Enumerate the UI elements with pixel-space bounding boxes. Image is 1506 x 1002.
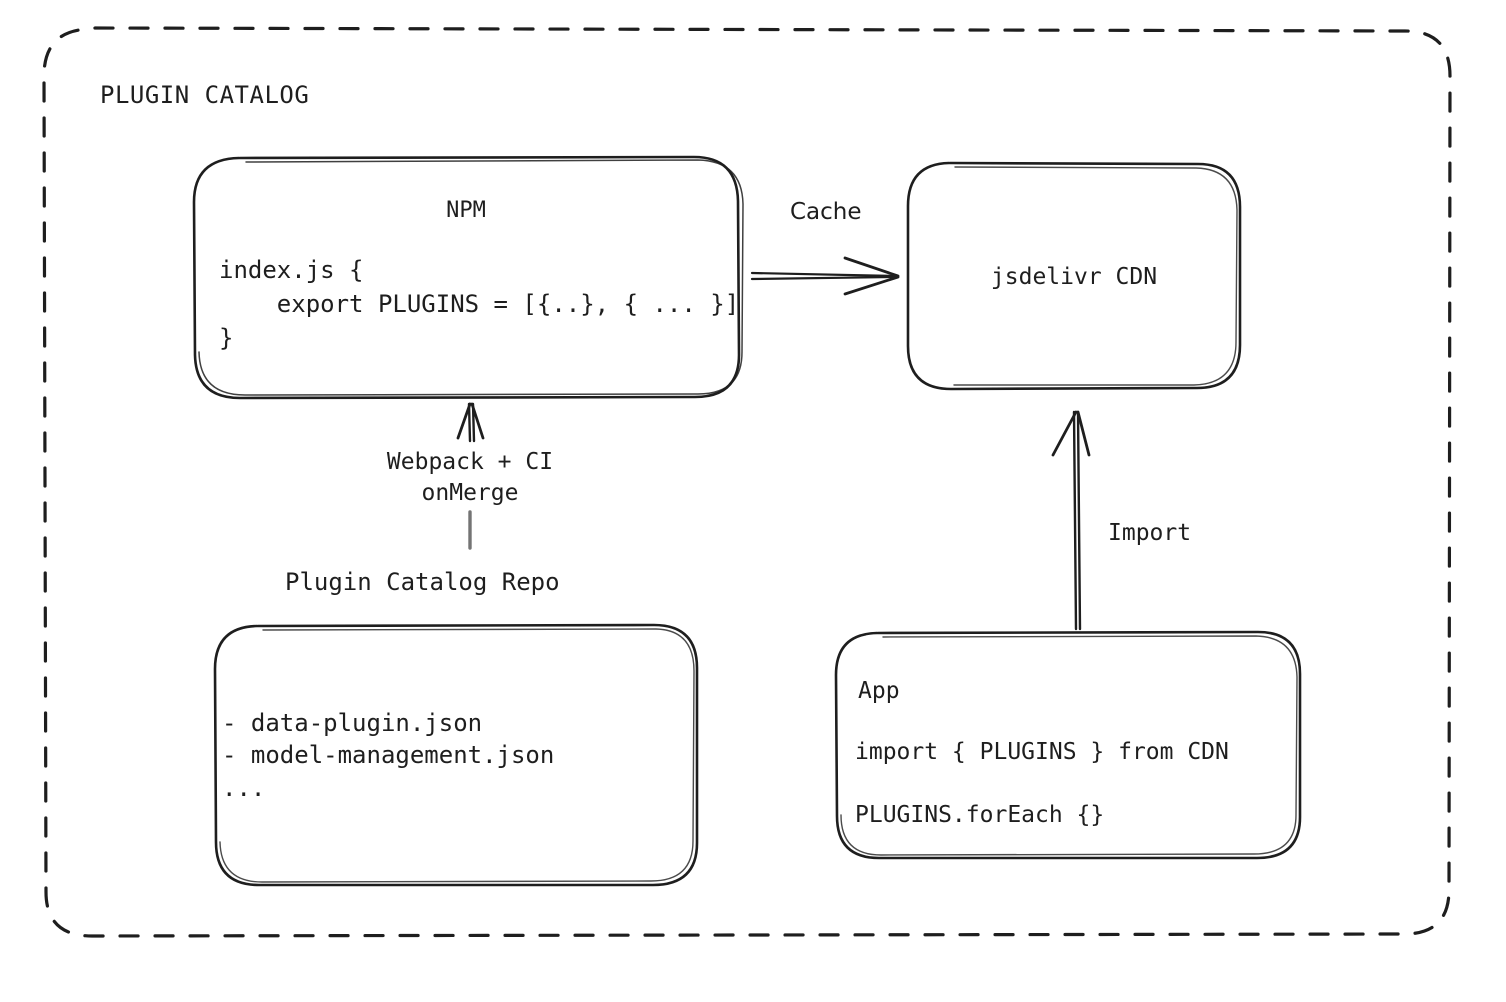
app-node-title: App	[858, 678, 900, 704]
cdn-node-title: jsdelivr CDN	[990, 264, 1158, 290]
cache-edge-label: Cache	[790, 199, 862, 225]
import-edge-label: Import	[1108, 520, 1192, 546]
group-title: PLUGIN CATALOG	[100, 81, 310, 109]
npm-node-title: NPM	[446, 198, 486, 223]
app-node-code-import: import { PLUGINS } from CDN	[855, 739, 1229, 765]
build-edge-label: Webpack + CI onMerge	[386, 449, 554, 507]
repo-node-file-list: - data-plugin.json - model-management.js…	[222, 709, 555, 802]
repo-node-title: Plugin Catalog Repo	[285, 568, 560, 596]
npm-node-code: index.js { export PLUGINS = [{..}, { ...…	[219, 256, 740, 353]
cache-arrow	[750, 256, 900, 296]
app-node-code-foreach: PLUGINS.forEach {}	[855, 802, 1105, 828]
import-arrow	[1051, 410, 1091, 631]
